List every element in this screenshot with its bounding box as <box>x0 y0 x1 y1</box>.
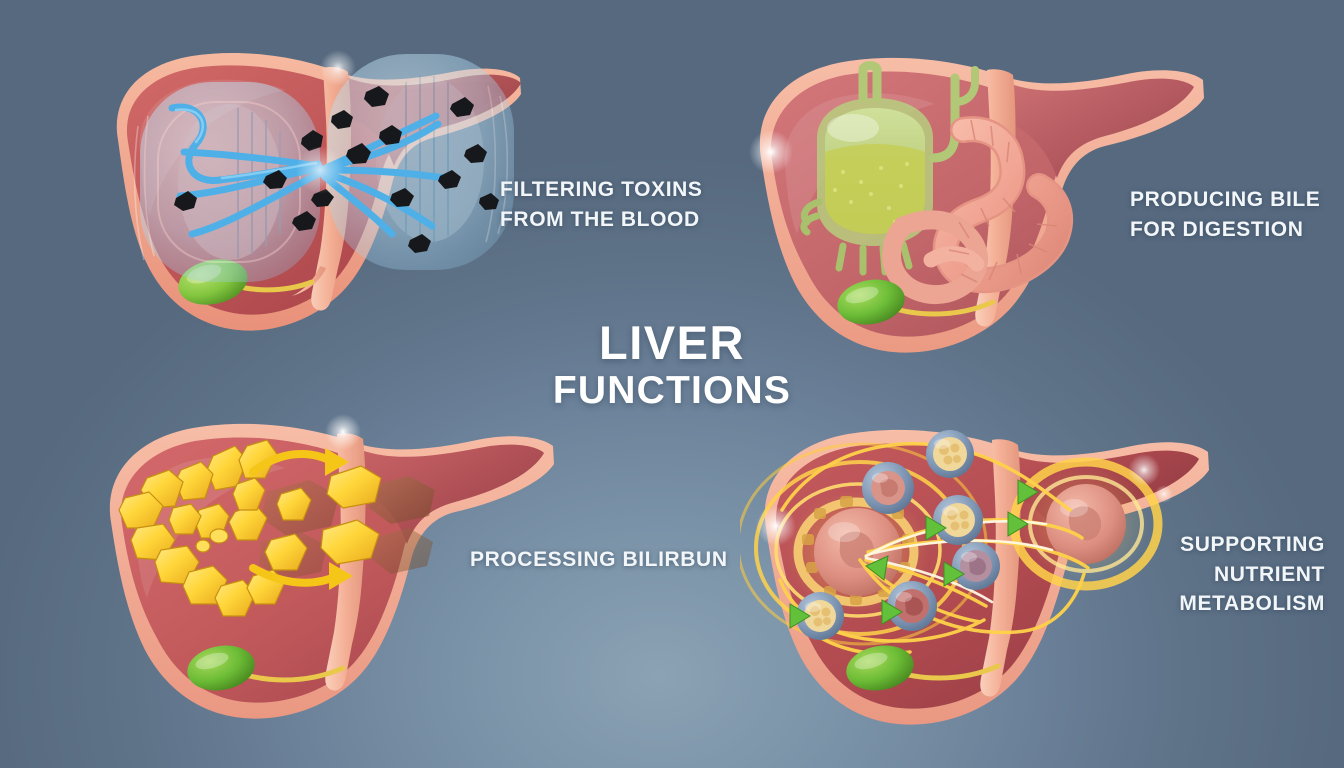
black-toxin-particles <box>174 86 499 253</box>
edge-glow <box>325 414 361 450</box>
caption-nutrient-metabolism: SUPPORTING NUTRIENT METABOLISM <box>1179 533 1325 615</box>
gallbladder-highlight <box>195 652 229 670</box>
edge-glow <box>749 130 793 174</box>
panel-filtering-toxins: FILTERING TOXINS FROM THE BLOOD <box>80 20 702 360</box>
caption-processing-bilirubin: PROCESSING BILIRBUN <box>470 548 728 571</box>
bile-fluid <box>825 144 925 234</box>
secondary-cell-nucleus <box>1046 484 1126 564</box>
processing-arrows <box>249 448 353 590</box>
sparkle-glow <box>1155 485 1173 503</box>
caption-producing-bile: PRODUCING BILE FOR DIGESTION <box>1130 188 1321 241</box>
stomach <box>800 61 979 276</box>
liver-filtering-toxins-illustration <box>116 50 521 331</box>
gallbladder <box>837 279 905 325</box>
caption-filtering-toxins: FILTERING TOXINS FROM THE BLOOD <box>500 178 703 231</box>
edge-glow <box>756 506 796 546</box>
green-arrowheads <box>789 479 1039 629</box>
yellow-bilirubin-crystals <box>118 439 382 617</box>
liver-producing-bile-illustration <box>749 57 1204 353</box>
nutrient-sphere <box>887 581 937 631</box>
nutrient-sphere <box>926 430 974 478</box>
gallbladder <box>846 645 914 691</box>
sparkle-glow <box>1128 454 1160 486</box>
nutrient-sphere <box>952 542 1000 590</box>
esophagus <box>858 61 882 103</box>
nutrient-sphere <box>933 495 983 545</box>
center-glow <box>296 146 344 194</box>
gallbladder <box>187 645 255 691</box>
nutrient-sphere <box>796 592 844 640</box>
panel-processing-bilirubin: PROCESSING BILIRBUN <box>85 400 727 730</box>
nutrient-sphere <box>862 462 914 514</box>
liver-processing-bilirubin-illustration <box>109 414 555 719</box>
edge-glow <box>320 50 356 86</box>
gallbladder-highlight <box>845 286 879 304</box>
panel-producing-bile: PRODUCING BILE FOR DIGESTION <box>735 30 1320 360</box>
liver-nutrient-metabolism-illustration <box>740 429 1209 725</box>
intestine-coil <box>881 116 1074 305</box>
gallbladder-highlight <box>854 652 888 670</box>
panel-nutrient-metabolism: SUPPORTING NUTRIENT METABOLISM <box>740 410 1324 730</box>
nutrient-spheres <box>796 430 1000 640</box>
